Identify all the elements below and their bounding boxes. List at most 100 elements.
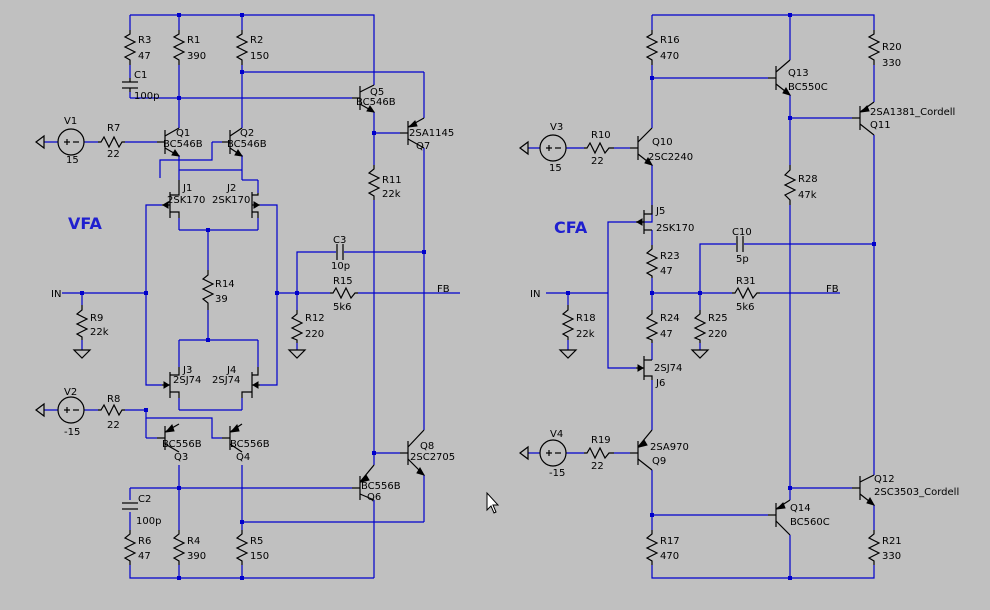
capacitor-C3	[336, 244, 344, 260]
label-ref: V1	[64, 116, 77, 127]
jfet-J6	[636, 356, 653, 380]
capacitor-C2	[122, 502, 138, 510]
label-ref: V2	[64, 387, 77, 398]
label-ref: R19	[591, 435, 611, 446]
label-ref: J1	[182, 183, 192, 194]
label-value: 330	[882, 58, 901, 69]
label-value: 390	[187, 551, 206, 562]
label-ref: J5	[655, 206, 665, 217]
label-ref: V4	[550, 429, 563, 440]
resistor-R20	[867, 30, 881, 65]
label-value: 2SJ74	[654, 363, 682, 374]
label-value: BC556B	[230, 439, 270, 450]
label-ref: R5	[250, 536, 263, 547]
label-value: 5p	[736, 254, 749, 265]
label-value: 47	[138, 551, 151, 562]
label-ref: Q8	[420, 441, 434, 452]
vfa-resistors	[75, 30, 381, 565]
label-ref: J3	[182, 365, 192, 376]
title-cfa: CFA	[554, 218, 588, 237]
transistor-Q13	[768, 59, 792, 96]
label-value: 100p	[134, 91, 159, 102]
capacitor-C1	[122, 78, 138, 92]
label-value: 2SJ74	[212, 375, 240, 386]
resistor-R28	[783, 165, 797, 205]
label-value: 22	[591, 461, 604, 472]
source-V2	[35, 396, 85, 424]
resistor-R23	[645, 245, 659, 278]
label-value: 470	[660, 551, 679, 562]
label-value: 47	[660, 329, 673, 340]
label-ref: V3	[550, 122, 563, 133]
label-ref: R8	[107, 394, 120, 405]
label-value: 2SC3503_Cordell	[874, 487, 959, 498]
label-value: 15	[549, 163, 562, 174]
capacitors	[122, 78, 744, 510]
label-ref: Q11	[870, 120, 891, 131]
net-label-fb: FB	[826, 284, 839, 295]
label-value: 22	[107, 420, 120, 431]
label-ref: C10	[732, 227, 752, 238]
voltage-sources	[35, 128, 567, 467]
label-value: 220	[708, 329, 727, 340]
label-value: 330	[882, 551, 901, 562]
cfa-labels: R16 470 Q13 BC550C R20 330 2SA1381_Corde…	[549, 35, 959, 562]
source-V1	[35, 128, 85, 156]
label-ref: C2	[138, 494, 151, 505]
label-ref: R1	[187, 35, 200, 46]
label-ref: J2	[226, 183, 236, 194]
capacitor-C10	[736, 236, 744, 252]
transistor-Q14	[768, 499, 791, 536]
resistor-R2	[235, 30, 249, 65]
net-label-in: IN	[530, 289, 540, 300]
title-vfa: VFA	[68, 214, 102, 233]
label-ref: Q13	[788, 68, 809, 79]
resistor-R15	[330, 286, 358, 300]
jfet-J2	[251, 192, 260, 218]
label-value: 220	[305, 329, 324, 340]
resistor-R12	[290, 310, 304, 343]
resistor-R31	[732, 286, 760, 300]
label-value: 10p	[331, 261, 350, 272]
label-ref: J4	[226, 365, 236, 376]
label-ref: R9	[90, 313, 103, 324]
label-value: 22	[591, 156, 604, 167]
net-label-in: IN	[51, 289, 61, 300]
transistor-Q4	[222, 423, 243, 453]
label-ref: R3	[138, 35, 151, 46]
label-value: BC556B	[162, 439, 202, 450]
label-ref: Q9	[652, 456, 666, 467]
label-ref: R16	[660, 35, 680, 46]
vfa-labels: R3 47 R1 390 R2 150 C1 100p V1 15 R7 22 …	[64, 35, 455, 562]
resistor-R4	[172, 530, 186, 565]
resistor-R18	[561, 305, 575, 340]
transistor-Q7	[400, 117, 425, 149]
label-ref: R4	[187, 536, 200, 547]
label-ref: R25	[708, 313, 728, 324]
label-ref: R24	[660, 313, 680, 324]
transistor-Q10	[630, 127, 654, 166]
label-value: 390	[187, 51, 206, 62]
label-value: BC556B	[361, 481, 401, 492]
label-ref: R6	[138, 536, 151, 547]
label-ref: Q2	[240, 128, 254, 139]
label-value: 2SA1145	[409, 128, 454, 139]
source-V3	[519, 134, 567, 162]
grounds	[72, 349, 710, 359]
resistor-R6	[123, 530, 137, 565]
jfets	[162, 180, 653, 398]
label-ref: R31	[736, 276, 756, 287]
label-ref: R12	[305, 313, 325, 324]
label-ref: J6	[655, 378, 665, 389]
label-ref: C3	[333, 235, 346, 246]
resistor-R16	[645, 30, 659, 65]
label-value: 150	[250, 51, 269, 62]
label-value: 470	[660, 51, 679, 62]
label-ref: C1	[134, 70, 147, 81]
label-value: 100p	[136, 516, 161, 527]
label-value: -15	[549, 468, 565, 479]
label-ref: R2	[250, 35, 263, 46]
label-ref: R28	[798, 174, 818, 185]
label-value: 2SK170	[212, 195, 250, 206]
